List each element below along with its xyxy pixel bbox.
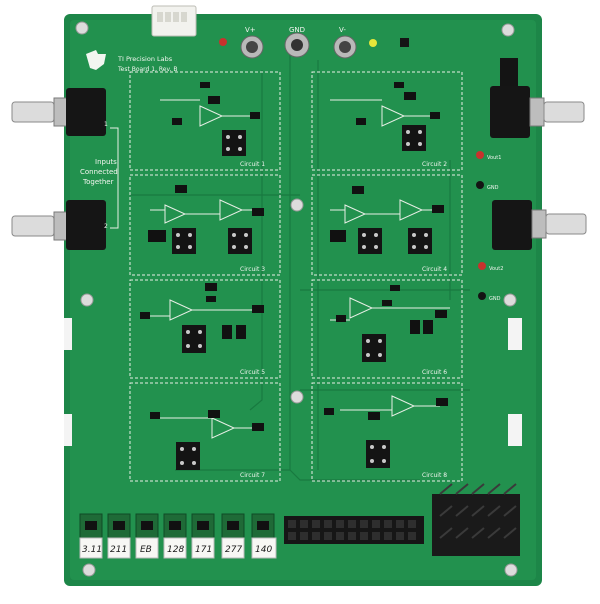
logo-line-1: TI Precision Labs [117, 55, 173, 63]
bnc-output-1 [490, 86, 585, 138]
label-gnd: GND [289, 26, 305, 34]
label-gnd-1: GND [487, 185, 499, 191]
logo-line-2: Test Board 1, Rev. B [117, 66, 178, 73]
label-gnd-2: GND [489, 296, 501, 302]
bnc-output-2 [492, 200, 587, 250]
label-vout1: Vout1 [487, 155, 501, 161]
opamp-symbols [150, 99, 450, 439]
circuit-label-7: Circuit 7 [240, 472, 265, 479]
inputs-note: Inputs Connected Together [80, 127, 119, 229]
bnc-label-1: 1 [104, 121, 108, 128]
heatsink-pins [432, 483, 520, 556]
circuit-label-5: Circuit 5 [240, 369, 265, 376]
inputs-note-line-1: Inputs [95, 158, 117, 166]
edge-tabs [64, 318, 522, 446]
inputs-note-line-2: Connected [80, 168, 118, 176]
top-header-connector [151, 5, 197, 37]
tag-4: 128 [167, 545, 184, 555]
bnc-input-1 [11, 88, 106, 136]
mounting-holes [75, 21, 518, 577]
dip-pins [176, 130, 428, 465]
tag-1: 3.11 [82, 545, 102, 555]
tag-5: 171 [195, 545, 212, 555]
output-test-points [476, 151, 486, 300]
circuit-label-2: Circuit 2 [422, 161, 447, 168]
tag-3: EB [140, 545, 152, 555]
tag-2: 211 [110, 545, 127, 555]
label-vout2: Vout2 [489, 266, 503, 272]
bnc-input-2 [11, 200, 106, 250]
label-vplus: V+ [245, 26, 256, 34]
socket-strip [284, 516, 424, 544]
label-vminus: V- [339, 26, 346, 34]
circuit-label-3: Circuit 3 [240, 266, 265, 273]
dip-sockets [172, 125, 432, 470]
tag-6: 277 [225, 545, 242, 555]
jumper-headers [148, 230, 433, 339]
handwritten-tags: 3.11 211 EB 128 171 277 140 [82, 545, 272, 555]
top-right-connector [500, 58, 518, 86]
opamp-modules [79, 513, 277, 559]
tag-7: 140 [255, 545, 272, 555]
circuit-label-1: Circuit 1 [240, 161, 265, 168]
circuit-label-4: Circuit 4 [422, 266, 447, 273]
circuit-label-6: Circuit 6 [422, 369, 447, 376]
bnc-label-2: 2 [104, 223, 108, 230]
circuit-outlines [129, 71, 463, 482]
ti-logo [86, 50, 106, 70]
power-jacks [219, 32, 409, 59]
inputs-note-line-3: Together [82, 178, 114, 186]
smd-components [140, 82, 448, 431]
circuit-label-8: Circuit 8 [422, 472, 447, 479]
